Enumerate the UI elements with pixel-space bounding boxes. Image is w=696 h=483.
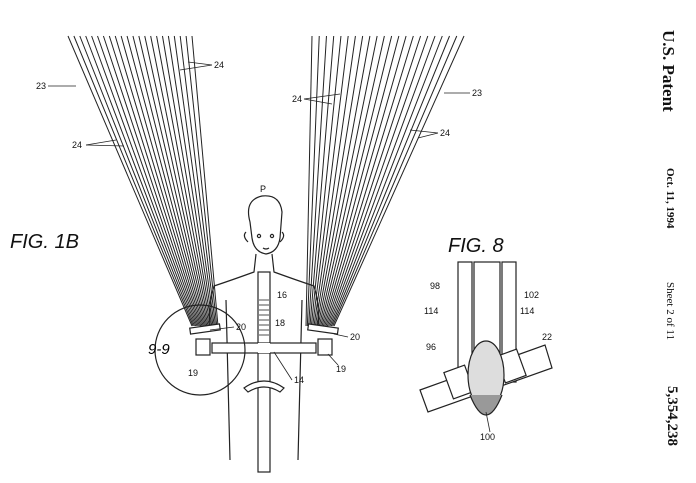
detail-circle xyxy=(154,304,246,396)
wire-line xyxy=(102,35,200,327)
label-114-right: 114 xyxy=(520,306,534,316)
wire-line xyxy=(328,35,436,327)
label-16: 16 xyxy=(277,290,287,300)
wire-line xyxy=(305,35,313,327)
wire-fan-right xyxy=(305,35,465,327)
wire-fan-left xyxy=(67,35,219,327)
wire-line xyxy=(91,35,198,327)
wire-line xyxy=(314,35,364,327)
wire-line xyxy=(138,35,208,327)
wire-line xyxy=(79,35,195,327)
wire-line xyxy=(325,35,422,327)
wire-line xyxy=(144,35,209,327)
label-19-right: 19 xyxy=(336,364,346,374)
wire-line xyxy=(85,35,197,327)
wire-line xyxy=(179,35,217,327)
label-114-left: 114 xyxy=(424,306,438,316)
frame-apparatus xyxy=(189,271,339,473)
wire-line xyxy=(326,35,429,327)
label-24-a: 24 xyxy=(214,60,224,70)
wire-line xyxy=(150,35,210,327)
wire-line xyxy=(73,35,194,327)
wire-line xyxy=(191,35,219,327)
wire-line xyxy=(309,35,335,327)
wire-line xyxy=(330,35,450,327)
label-14: 14 xyxy=(294,375,304,385)
label-102: 102 xyxy=(524,290,539,300)
label-22: 22 xyxy=(542,332,552,342)
wire-line xyxy=(313,35,356,327)
wire-line xyxy=(185,35,218,327)
wire-line xyxy=(132,35,207,327)
header-date: Oct. 11, 1994 xyxy=(664,168,676,229)
leader-lines xyxy=(48,61,491,433)
label-9-9: 9-9 xyxy=(148,341,170,358)
wire-line xyxy=(126,35,205,327)
wire-line xyxy=(97,35,199,327)
label-98: 98 xyxy=(430,281,440,291)
wire-line xyxy=(322,35,407,327)
label-23-right: 23 xyxy=(472,88,482,98)
wire-line xyxy=(120,35,204,327)
wire-line xyxy=(324,35,414,327)
wire-line xyxy=(308,35,327,327)
wire-line xyxy=(333,35,465,327)
label-18: 18 xyxy=(275,318,285,328)
label-24-b: 24 xyxy=(72,140,82,150)
fig8-title: FIG. 8 xyxy=(448,235,504,257)
label-24-d: 24 xyxy=(440,128,450,138)
label-20-left: 20 xyxy=(236,322,246,332)
wire-line xyxy=(114,35,203,327)
wire-line xyxy=(316,35,371,327)
label-20-right: 20 xyxy=(350,332,360,342)
header-title: U.S. Patent xyxy=(659,30,678,112)
wire-line xyxy=(321,35,400,327)
label-96: 96 xyxy=(426,342,436,352)
header-sheet: Sheet 2 of 11 xyxy=(664,282,676,340)
wire-line xyxy=(156,35,212,327)
wire-line xyxy=(167,35,214,327)
wire-line xyxy=(332,35,458,327)
wire-line xyxy=(173,35,215,327)
wire-line xyxy=(312,35,349,327)
label-24-c: 24 xyxy=(292,94,302,104)
wire-line xyxy=(329,35,443,327)
fig8-drawing xyxy=(419,261,553,416)
wire-line xyxy=(317,35,378,327)
wire-line xyxy=(108,35,202,327)
fig1b-title: FIG. 1B xyxy=(10,231,79,253)
wire-line xyxy=(310,35,342,327)
wire-line xyxy=(161,35,213,327)
wire-line xyxy=(320,35,393,327)
wire-line xyxy=(306,35,320,327)
label-100: 100 xyxy=(480,432,495,442)
patient-figure xyxy=(208,195,320,461)
wire-line xyxy=(67,35,193,327)
wire-line xyxy=(318,35,385,327)
label-19-left: 19 xyxy=(188,368,198,378)
label-p: P xyxy=(260,184,266,194)
header-patent-number: 5,354,238 xyxy=(664,386,680,446)
label-23-left: 23 xyxy=(36,81,46,91)
